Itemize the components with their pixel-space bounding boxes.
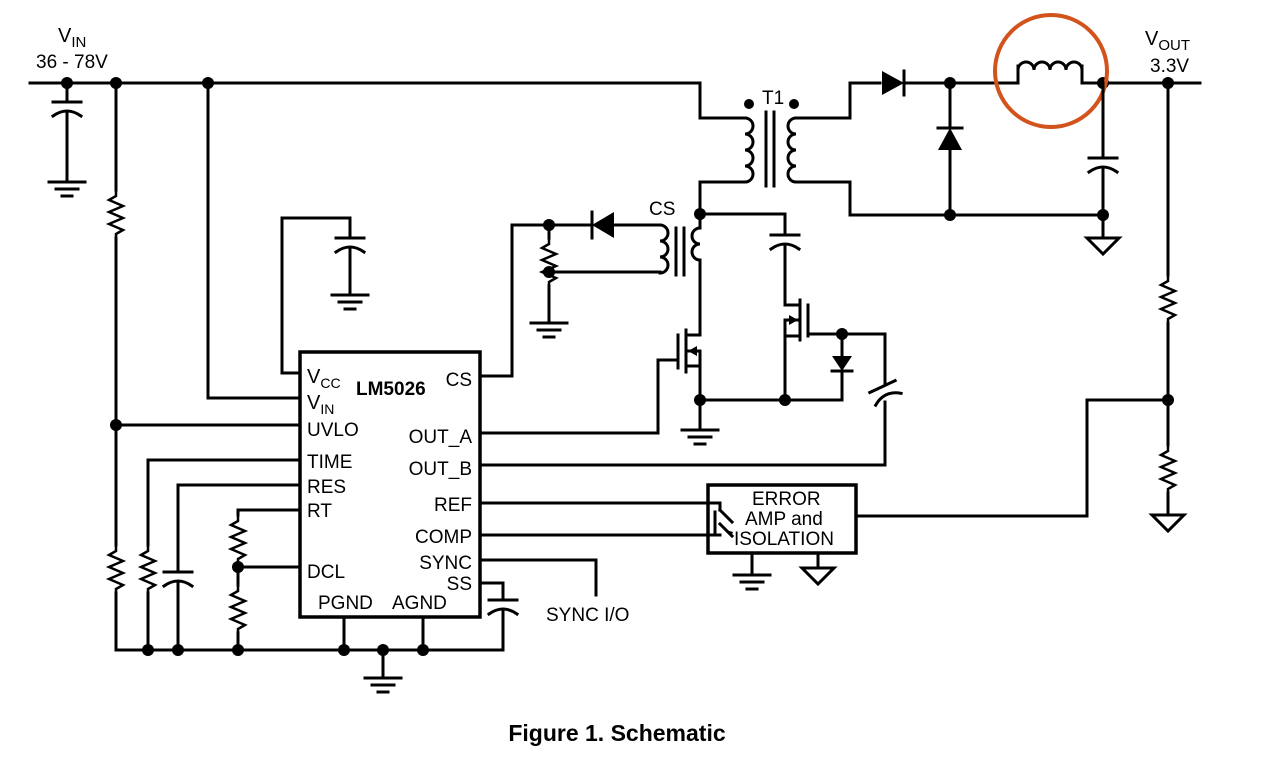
pin-time: TIME	[307, 452, 352, 473]
pin-vin: VIN	[307, 392, 334, 417]
res-capacitor	[162, 483, 302, 652]
pin-agnd: AGND	[392, 593, 447, 614]
t1-label: T1	[762, 88, 784, 109]
pin-out-a: OUT_A	[409, 427, 473, 448]
vout-label: VOUT	[1145, 28, 1190, 54]
figure-caption: Figure 1. Schematic	[508, 720, 726, 746]
ss-capacitor	[478, 581, 519, 652]
vin-feed	[206, 81, 302, 400]
pin-ref: REF	[434, 495, 472, 516]
lm5026-chip: LM5026 VCC VIN UVLO TIME RES RT DCL PGND…	[298, 350, 482, 619]
secondary-rectifier	[794, 69, 1105, 221]
pin-sync: SYNC	[419, 553, 472, 574]
time-resistor	[139, 458, 302, 652]
clamp-mosfet	[478, 298, 903, 467]
pin-pgnd: PGND	[318, 593, 373, 614]
vcc-capacitor	[280, 216, 370, 375]
pin-ss: SS	[447, 574, 472, 595]
input-capacitor	[47, 81, 87, 198]
cs-label: CS	[649, 199, 675, 220]
pin-uvlo: UVLO	[307, 420, 359, 441]
sync-line: SYNC I/O	[478, 558, 629, 626]
error-amp-line2: AMP and	[745, 509, 823, 530]
pin-res: RES	[307, 477, 346, 498]
vin-rail	[28, 77, 747, 120]
pin-comp: COMP	[415, 527, 472, 548]
vin-label: VIN	[58, 25, 86, 51]
output-capacitor	[1085, 81, 1121, 256]
pin-cs: CS	[446, 370, 472, 391]
feedback-divider	[854, 77, 1186, 533]
vout-value: 3.3V	[1150, 56, 1189, 77]
primary-switch-node	[694, 180, 801, 337]
error-amp-line1: ERROR	[752, 489, 821, 510]
pin-vcc: VCC	[307, 366, 341, 391]
pin-dcl: DCL	[307, 562, 345, 583]
current-sense-path: CS	[478, 199, 702, 378]
ground-bus	[114, 644, 505, 694]
vin-range: 36 - 78V	[36, 52, 108, 73]
sync-io-label: SYNC I/O	[546, 605, 629, 626]
pin-rt: RT	[307, 501, 332, 522]
highlight-circle	[993, 13, 1109, 129]
pin-out-b: OUT_B	[409, 459, 472, 480]
chip-name: LM5026	[356, 379, 426, 400]
error-amp-box: ERROR AMP and ISOLATION	[478, 483, 858, 591]
transformer-t1: T1	[743, 88, 799, 188]
main-mosfet	[478, 328, 842, 446]
error-amp-line3: ISOLATION	[734, 529, 834, 550]
rt-dcl-resistors	[229, 508, 302, 652]
uvlo-divider	[107, 81, 302, 652]
